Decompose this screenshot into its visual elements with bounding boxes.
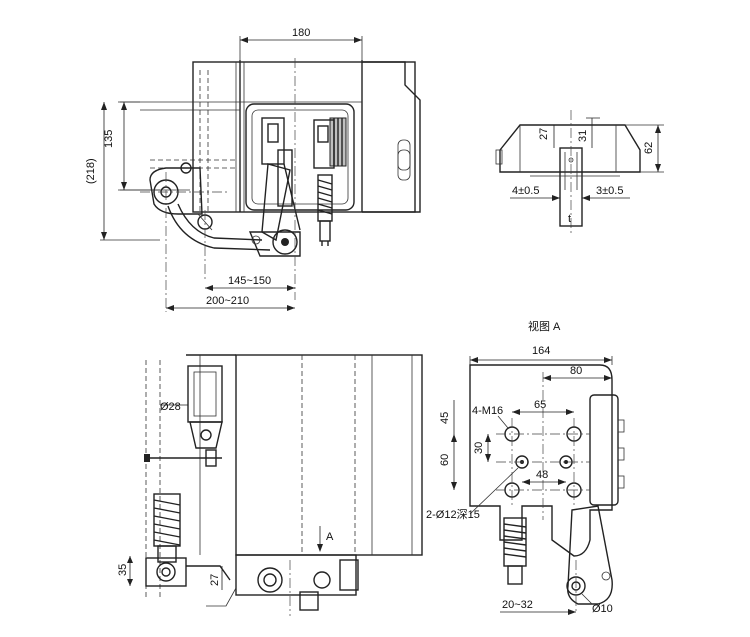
- dim-45: 45: [439, 412, 451, 424]
- left-lever-block: [261, 117, 285, 165]
- front-frame: [192, 61, 416, 213]
- dim-30: 30: [473, 442, 485, 454]
- main-arm: [261, 163, 291, 242]
- dim-35: 35: [117, 564, 129, 576]
- actuator: [503, 517, 527, 585]
- lever-arm: [567, 505, 613, 605]
- dim-180: 180: [292, 27, 310, 39]
- upper-housing: [187, 365, 223, 423]
- pin-label: Ø10: [592, 603, 613, 615]
- mounting-plate: [469, 364, 613, 557]
- thread-label: 4-M16: [472, 405, 503, 417]
- spring: [317, 174, 333, 246]
- dim-62: 62: [643, 142, 655, 154]
- dim-60: 60: [439, 454, 451, 466]
- dim-31: 31: [577, 130, 589, 142]
- view-a-title: 视图 A: [528, 319, 561, 333]
- arrow-a-label: A: [326, 531, 334, 543]
- bottom-view: Ø28 35 27 A: [117, 354, 423, 616]
- dim-3-tol: 3±0.5: [596, 185, 623, 197]
- dim-135: 135: [103, 130, 115, 148]
- view-a: 视图 A: [426, 319, 625, 615]
- brake-housing: [245, 103, 355, 211]
- side-view: 27 31 62 4±0.5 3±0.5 t: [495, 110, 664, 236]
- dim-218: (218): [85, 158, 97, 184]
- hole-label: 2-Ø12深15: [426, 508, 480, 521]
- dim-27-bottom: 27: [209, 574, 221, 586]
- dim-145-150: 145~150: [228, 275, 271, 287]
- dim-d28: Ø28: [160, 401, 181, 413]
- bottom-mechanism: [235, 554, 357, 596]
- dim-164: 164: [532, 345, 550, 357]
- dim-27-side: 27: [538, 128, 550, 140]
- base-roller: [145, 557, 187, 587]
- dim-65: 65: [534, 399, 546, 411]
- right-lever-block: [313, 119, 335, 169]
- roller: [272, 229, 298, 255]
- dim-20-32: 20~32: [502, 599, 533, 611]
- dim-t: t: [568, 213, 571, 225]
- dim-80: 80: [570, 365, 582, 377]
- dim-4-tol: 4±0.5: [512, 185, 539, 197]
- bottom-spring: [153, 493, 181, 563]
- dim-48: 48: [536, 469, 548, 481]
- dim-200-210: 200~210: [206, 295, 249, 307]
- front-view: 180 135 (218) 145~150 200~210: [85, 27, 421, 312]
- bottom-frame: [235, 354, 423, 556]
